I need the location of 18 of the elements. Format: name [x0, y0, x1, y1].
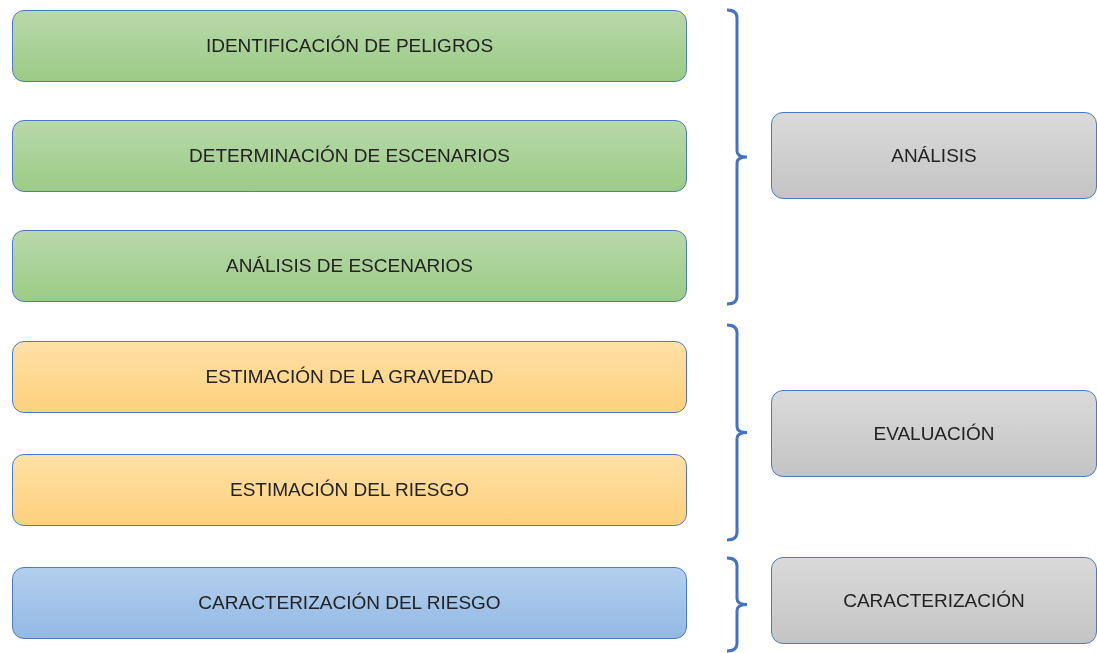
- box-text: ANÁLISIS: [891, 144, 977, 167]
- box-text: DETERMINACIÓN DE ESCENARIOS: [189, 145, 510, 167]
- process-box: [12, 567, 687, 639]
- process-box: [12, 230, 687, 302]
- phase-box: [771, 557, 1097, 644]
- box-text: ANÁLISIS DE ESCENARIOS: [225, 255, 474, 277]
- box-text: ESTIMACIÓN DEL RIESGO: [230, 479, 469, 501]
- box-text: IDENTIFICACIÓN DE PELIGROS: [205, 35, 494, 57]
- box-text: EVALUACIÓN: [873, 422, 995, 445]
- process-box: [12, 10, 687, 82]
- box-text: ESTIMACIÓN DE LA GRAVEDAD: [205, 366, 494, 388]
- box-text: CARACTERIZACIÓN DEL RIESGO: [198, 592, 501, 614]
- phase-box: [771, 112, 1097, 199]
- process-box: [12, 454, 687, 526]
- process-box: [12, 341, 687, 413]
- box-text: CARACTERIZACIÓN: [843, 589, 1025, 612]
- phase-box: [771, 390, 1097, 477]
- process-box: [12, 120, 687, 192]
